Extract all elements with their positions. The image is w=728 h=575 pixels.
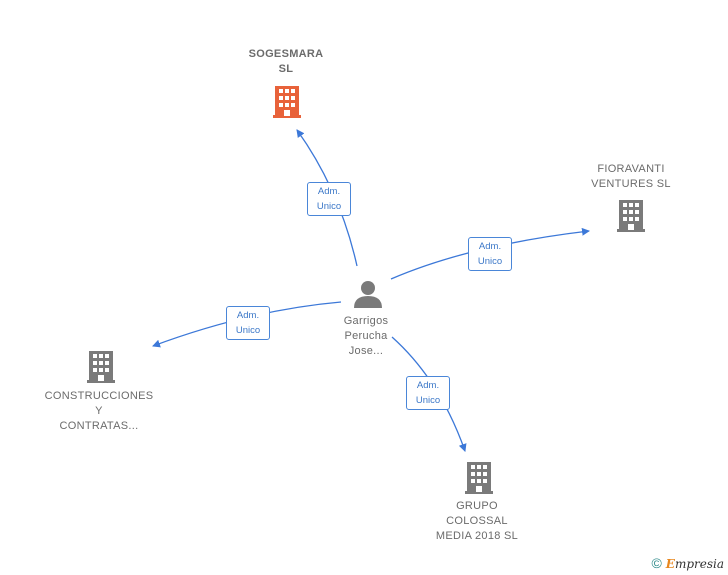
brand-logo: Empresia [666,557,724,571]
node-label-line: FIORAVANTI [597,163,665,175]
person-icon[interactable] [354,281,382,308]
node-label-line: Perucha [344,330,388,342]
edge-label-to-fioravanti[interactable]: Adm. Unico [468,237,512,271]
edge-label-role: Unico [415,395,441,406]
brand-footer[interactable]: ©Empresia [651,555,724,571]
node-label-fioravanti[interactable]: FIORAVANTI VENTURES SL [576,162,686,192]
node-label-line: CONTRATAS... [59,420,139,432]
node-label-line: CONSTRUCCIONES [44,390,154,402]
node-label-line: Y [95,405,103,417]
edge-label-role: Adm. [317,186,341,197]
node-label-line: Garrigos [343,315,389,327]
node-label-grupo[interactable]: GRUPO COLOSSAL MEDIA 2018 SL [422,499,532,544]
brand-name: mpresia [674,557,724,571]
node-label-line: Jose... [348,345,384,357]
edge-label-to-construcciones[interactable]: Adm. Unico [226,306,270,340]
edge-label-to-sogesmara[interactable]: Adm. Unico [307,182,351,216]
building-icon[interactable] [617,200,645,232]
node-label-line: SOGESMARA [248,48,324,60]
building-icon[interactable] [87,351,115,383]
edge-label-role: Adm. [236,310,260,321]
copyright-symbol: © [651,555,662,571]
edge-label-to-grupo[interactable]: Adm. Unico [406,376,450,410]
edge-label-role: Unico [316,201,342,212]
node-label-line: GRUPO [456,500,498,512]
node-label-line: SL [278,63,294,75]
edge-label-role: Adm. [478,241,502,252]
edge-label-role: Adm. [416,380,440,391]
node-label-sogesmara[interactable]: SOGESMARA SL [236,47,336,77]
node-label-person[interactable]: Garrigos Perucha Jose... [326,314,406,359]
edge-label-role: Unico [235,325,261,336]
node-label-line: COLOSSAL [446,515,508,527]
building-icon[interactable] [273,86,301,118]
node-label-construcciones[interactable]: CONSTRUCCIONES Y CONTRATAS... [39,389,159,434]
building-icon[interactable] [465,462,493,494]
brand-initial: E [665,557,675,571]
node-label-line: VENTURES SL [591,178,671,190]
edge-label-role: Unico [477,256,503,267]
node-label-line: MEDIA 2018 SL [435,530,519,542]
